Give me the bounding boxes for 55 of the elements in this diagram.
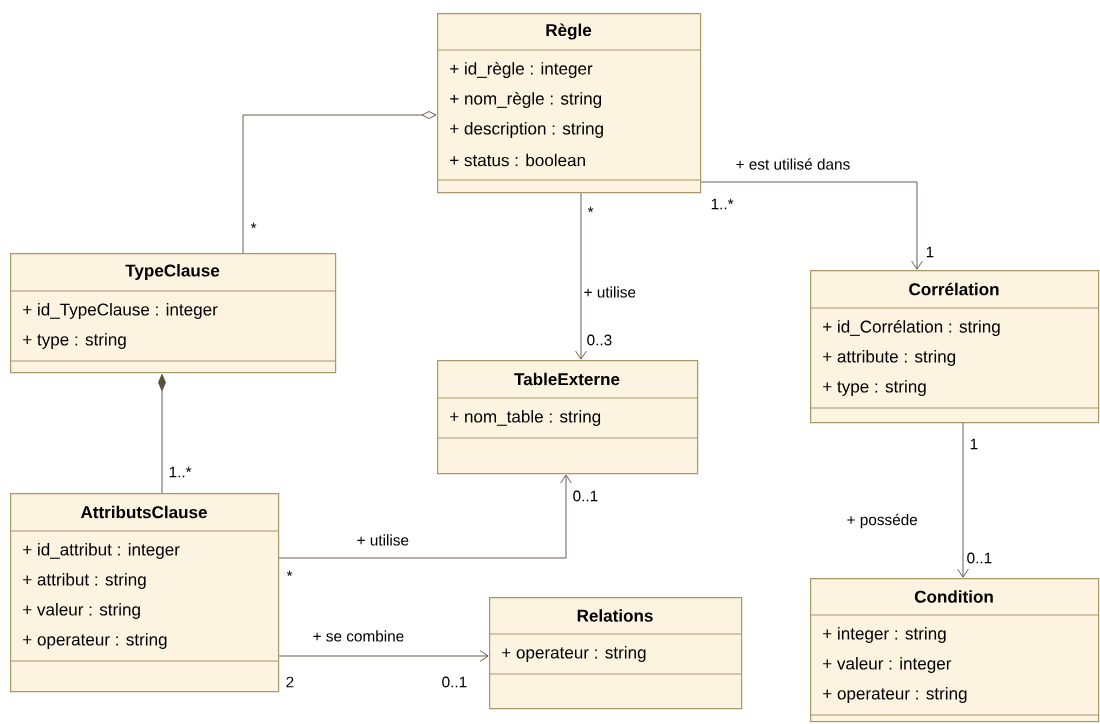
attribute-text: + status : boolean <box>450 153 585 167</box>
association-line <box>278 650 489 662</box>
attribute-text: + id_TypeClause : integer <box>23 303 218 319</box>
attribute-text: + integer : string <box>823 627 946 643</box>
attribute-text: + operateur : string <box>23 633 167 649</box>
attribute-text: + nom_table : string <box>450 410 601 426</box>
class-name: Relations <box>577 609 653 622</box>
edge-label: + est utilisé dans <box>734 156 852 172</box>
attribute-text: + operateur : string <box>823 687 967 703</box>
attribute-text: + id_Corrélation : string <box>823 319 1000 337</box>
edge-label: + utilise <box>355 533 411 547</box>
class-box <box>809 578 1100 723</box>
class-name: Règle <box>546 23 592 40</box>
class-name: Condition <box>914 590 993 603</box>
edge-label: + se combine <box>311 629 406 643</box>
edge-label: + utilise <box>582 285 638 299</box>
attribute-text: + id_règle : integer <box>450 61 593 79</box>
multiplicity: 1..* <box>711 198 734 210</box>
attribute-text: + id_attribut : integer <box>23 543 180 559</box>
attribute-text: + valeur : integer <box>823 657 952 673</box>
association-line <box>278 474 572 559</box>
multiplicity: 0..1 <box>573 490 598 502</box>
multiplicity: * <box>286 570 293 577</box>
class-box <box>9 493 280 693</box>
multiplicity: 1..* <box>169 466 192 478</box>
class-box <box>488 597 743 710</box>
association-line <box>700 181 923 270</box>
class-box <box>9 253 337 374</box>
class-box <box>436 360 699 475</box>
association-line <box>242 111 437 254</box>
class-box <box>436 13 702 194</box>
class-name: Corrélation <box>909 282 999 296</box>
multiplicity: 1 <box>926 246 934 258</box>
multiplicity: * <box>250 222 257 229</box>
class-name: TableExterne <box>514 372 620 386</box>
multiplicity: 0..1 <box>442 676 467 688</box>
multiplicity: 0..3 <box>587 334 612 346</box>
association-line <box>957 422 969 578</box>
attribute-text: + operateur : string <box>502 646 646 662</box>
association-line <box>575 192 587 360</box>
multiplicity: 1 <box>970 438 978 450</box>
attribute-text: + type : string <box>23 333 126 349</box>
attribute-text: + type : string <box>823 380 926 396</box>
attribute-text: + description : string <box>450 122 603 138</box>
edge-label: + posséde <box>845 512 920 530</box>
attribute-text: + attribute : string <box>823 350 956 366</box>
attribute-text: + attribut : string <box>23 573 146 589</box>
class-name: AttributsClause <box>80 505 207 519</box>
class-name: TypeClause <box>125 264 220 280</box>
attribute-text: + nom_règle : string <box>450 91 602 109</box>
class-box <box>809 270 1100 424</box>
multiplicity: 0..1 <box>967 552 992 564</box>
multiplicity: * <box>587 206 594 213</box>
attribute-text: + valeur : string <box>23 603 140 619</box>
association-line <box>158 373 166 494</box>
